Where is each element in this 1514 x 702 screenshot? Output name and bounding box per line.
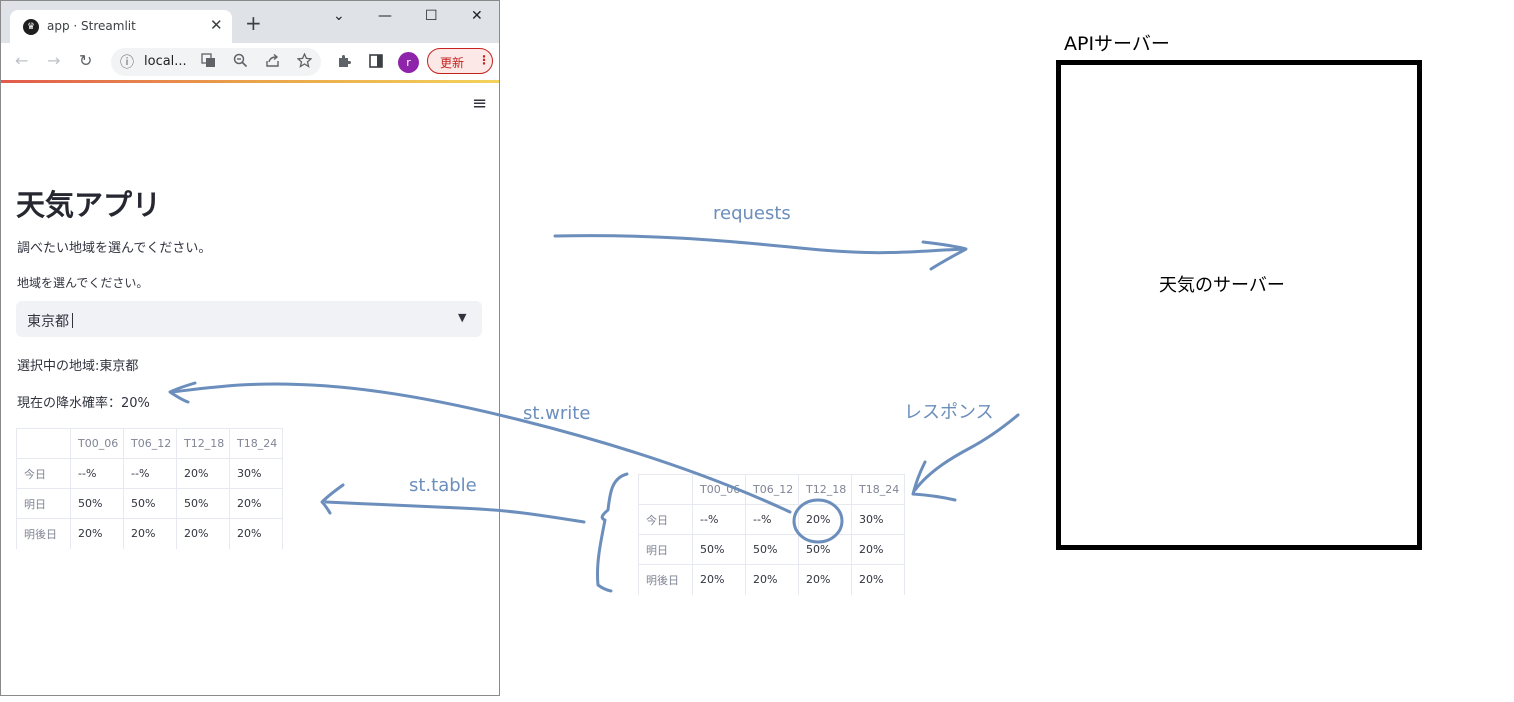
back-arrow-icon[interactable]: ← [15, 51, 29, 70]
table-cell: 20% [176, 518, 230, 549]
browser-window: ♛ app · Streamlit ✕ + ⌄ — ☐ ✕ ← → ↻ ⓘ lo… [0, 0, 500, 696]
region-select[interactable]: 東京都 ▼ [16, 301, 482, 337]
update-button-label: 更新 [440, 56, 465, 70]
info-icon[interactable]: ⓘ [120, 55, 134, 71]
st-table-arrowhead [320, 483, 345, 515]
chevron-down-icon[interactable]: ▼ [458, 311, 467, 324]
table-cell: 20% [692, 564, 746, 595]
table-bracket [596, 472, 629, 593]
st-write-arrowhead [168, 381, 197, 404]
table-header-cell: T06_12 [123, 428, 177, 459]
table-cell: 20% [851, 534, 905, 565]
table-cell: 20% [123, 518, 177, 549]
weather-server-label: 天気のサーバー [1159, 275, 1285, 296]
table-cell: 20% [745, 564, 799, 595]
table-row: 明後日 20% 20% 20% 20% [16, 518, 283, 549]
toolbar-accent-line [1, 80, 499, 83]
table-header-cell [16, 428, 71, 459]
tab-search-icon[interactable]: ⌄ [333, 8, 345, 24]
selected-region-text: 選択中の地域:東京都 [17, 359, 139, 374]
new-tab-button[interactable]: + [245, 11, 262, 35]
bookmark-star-icon[interactable] [296, 52, 313, 72]
table-row-header: 今日 [16, 458, 71, 489]
table-cell: 20% [798, 504, 852, 535]
table-cell: 50% [176, 488, 230, 519]
table-cell: 20% [229, 488, 283, 519]
reload-icon[interactable]: ↻ [79, 51, 93, 70]
update-button[interactable]: 更新 ⋮ [427, 48, 493, 74]
table-row-header: 明後日 [16, 518, 71, 549]
response-arrowhead [911, 460, 957, 502]
api-server-title: APIサーバー [1064, 33, 1170, 55]
table-cell: 20% [798, 564, 852, 595]
browser-tab[interactable]: ♛ app · Streamlit ✕ [10, 10, 232, 43]
table-row: 今日 --% --% 20% 30% [16, 458, 283, 489]
profile-avatar[interactable]: r [398, 52, 419, 73]
response-table: T00_06 T06_12 T12_18 T18_24 今日 --% --% 2… [638, 474, 905, 595]
select-label: 地域を選んでください。 [17, 276, 149, 290]
share-icon[interactable] [265, 53, 280, 72]
streamlit-crown-icon: ♛ [23, 19, 39, 35]
table-cell: 20% [229, 518, 283, 549]
forecast-table: T00_06 T06_12 T12_18 T18_24 今日 --% --% 2… [16, 428, 283, 549]
table-header-cell: T00_06 [70, 428, 124, 459]
forward-arrow-icon[interactable]: → [47, 51, 61, 70]
zoom-out-icon[interactable] [233, 53, 248, 72]
kebab-menu-icon[interactable]: ⋮ [478, 53, 490, 67]
st-table-arrow [324, 500, 586, 524]
close-window-button[interactable]: ✕ [471, 8, 483, 24]
requests-arrow [553, 234, 967, 255]
response-arrow [913, 413, 1020, 492]
table-cell: 20% [176, 458, 230, 489]
hamburger-menu-icon[interactable]: ≡ [472, 93, 488, 114]
st-table-label: st.table [409, 475, 477, 496]
minimize-button[interactable]: — [378, 8, 392, 24]
translate-icon[interactable] [201, 53, 216, 72]
response-label: レスポンス [904, 402, 994, 423]
maximize-button[interactable]: ☐ [425, 8, 438, 24]
table-row-header: 明後日 [638, 564, 693, 595]
table-header-row: T00_06 T06_12 T12_18 T18_24 [16, 428, 283, 459]
side-panel-icon[interactable] [368, 53, 384, 74]
table-header-cell: T12_18 [798, 474, 852, 505]
extensions-puzzle-icon[interactable] [336, 53, 352, 74]
table-cell: 30% [229, 458, 283, 489]
tab-title: app · Streamlit [47, 19, 136, 33]
table-row: 明日 50% 50% 50% 20% [16, 488, 283, 519]
region-select-value[interactable]: 東京都 [27, 311, 73, 331]
st-write-label: st.write [523, 403, 591, 424]
close-tab-icon[interactable]: ✕ [210, 16, 223, 34]
app-title: 天気アプリ [16, 188, 162, 222]
url-text[interactable]: local... [144, 54, 187, 69]
rain-probability-text: 現在の降水確率：20% [17, 396, 150, 411]
title-bar: ♛ app · Streamlit ✕ + ⌄ — ☐ ✕ [1, 1, 499, 43]
api-server-box: 天気のサーバー [1056, 60, 1422, 550]
table-cell: 20% [851, 564, 905, 595]
requests-label: requests [713, 203, 791, 224]
st-write-arrow [170, 382, 792, 514]
highlight-circle [792, 498, 844, 544]
address-bar[interactable]: ⓘ local... [111, 48, 321, 76]
intro-text: 調べたい地域を選んでください。 [17, 241, 212, 256]
table-cell: 50% [70, 488, 124, 519]
requests-arrowhead [921, 240, 968, 271]
table-cell: --% [692, 504, 746, 535]
table-row: 明後日 20% 20% 20% 20% [638, 564, 905, 595]
table-cell: 50% [745, 534, 799, 565]
